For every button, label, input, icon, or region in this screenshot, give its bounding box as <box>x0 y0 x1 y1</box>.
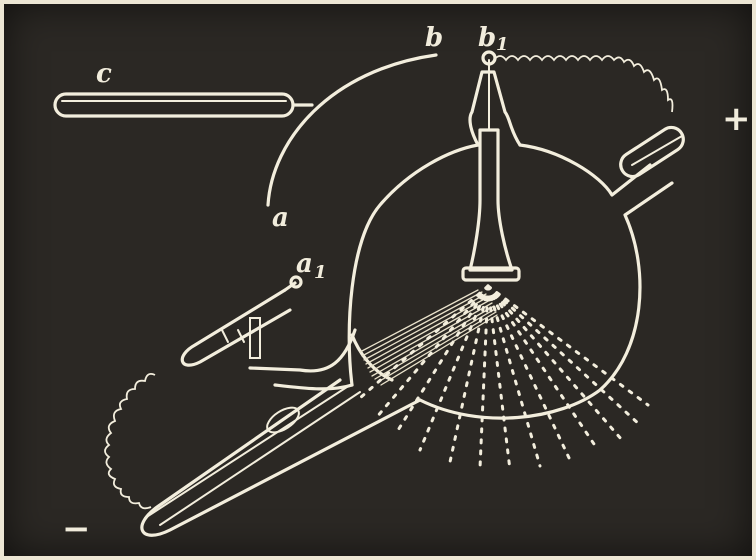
svg-text:1: 1 <box>314 262 327 283</box>
cathode-coil-wire <box>105 374 155 508</box>
label-b: b <box>425 23 443 53</box>
label-a: a <box>272 203 289 233</box>
label-plus: + <box>722 99 751 139</box>
xray-scatter <box>360 286 648 470</box>
svg-text:1: 1 <box>496 34 509 55</box>
label-a1: a 1 <box>296 249 327 283</box>
central-electrode <box>463 60 520 280</box>
label-b1: b 1 <box>478 23 509 55</box>
svg-text:b: b <box>478 23 496 53</box>
label-minus: − <box>62 509 91 549</box>
anode-coil-wire <box>494 56 673 112</box>
arc-conductor-ab <box>268 55 436 205</box>
side-arm-a1 <box>182 277 301 365</box>
svg-text:a: a <box>296 249 313 279</box>
rod-c <box>55 94 312 116</box>
label-c: c <box>96 59 112 89</box>
